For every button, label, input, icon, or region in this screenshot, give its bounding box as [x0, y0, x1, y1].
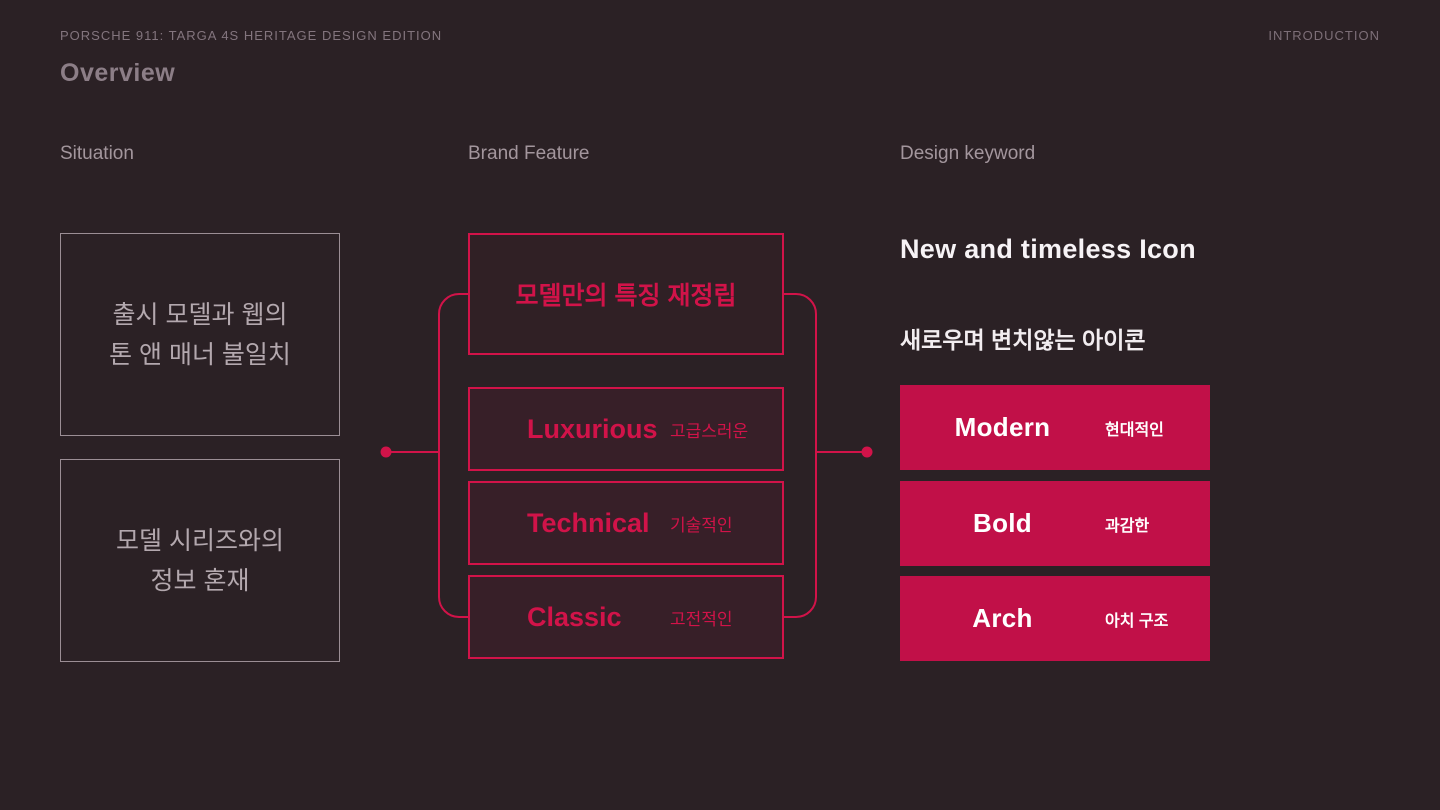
- design-keyword-title-ko: 새로우며 변치않는 아이콘: [900, 327, 1146, 353]
- keyword-bold-en: Bold: [973, 508, 1032, 538]
- feature-classic-ko: 고전적인: [670, 609, 733, 629]
- right-connector-dot: [861, 446, 873, 458]
- situation-card-2: 모델 시리즈와의 정보 혼재: [60, 459, 340, 662]
- keyword-modern-ko: 현대적인: [1105, 421, 1164, 439]
- feature-technical-en: Technical: [527, 507, 650, 538]
- feature-luxurious-ko: 고급스러운: [670, 421, 749, 441]
- column-label-design-keyword: Design keyword: [900, 143, 1036, 164]
- brand-headline-text: 모델만의 특징 재정립: [515, 282, 737, 310]
- design-keyword-title-en: New and timeless Icon: [900, 234, 1196, 264]
- section-label: INTRODUCTION: [1268, 28, 1380, 43]
- keyword-box-arch: Arch 아치 구조: [900, 576, 1210, 661]
- left-connector-dot: [380, 446, 392, 458]
- deck-title: PORSCHE 911: TARGA 4S HERITAGE DESIGN ED…: [60, 28, 443, 43]
- situation-card-2-line2: 정보 혼재: [150, 566, 250, 595]
- page-title: Overview: [60, 59, 176, 87]
- keyword-bold-ko: 과감한: [1105, 517, 1150, 535]
- keyword-arch-ko: 아치 구조: [1105, 612, 1169, 630]
- keyword-box-modern: Modern 현대적인: [900, 385, 1210, 470]
- situation-card-1-line1: 출시 모델과 웹의: [112, 300, 288, 329]
- brand-headline-box: 모델만의 특징 재정립: [468, 233, 784, 355]
- keyword-box-bold: Bold 과감한: [900, 481, 1210, 566]
- feature-box-technical: Technical 기술적인: [468, 481, 784, 565]
- situation-card-1-line2: 톤 앤 매너 불일치: [109, 340, 291, 369]
- feature-luxurious-en: Luxurious: [527, 413, 658, 444]
- keyword-arch-en: Arch: [972, 603, 1033, 633]
- right-bracket-line: [784, 293, 817, 618]
- feature-technical-ko: 기술적인: [670, 515, 733, 535]
- feature-box-luxurious: Luxurious 고급스러운: [468, 387, 784, 471]
- left-bracket-line: [438, 293, 468, 618]
- keyword-modern-en: Modern: [954, 412, 1051, 442]
- situation-card-1: 출시 모델과 웹의 톤 앤 매너 불일치: [60, 233, 340, 436]
- situation-card-2-line1: 모델 시리즈와의: [116, 526, 284, 555]
- column-label-brand-feature: Brand Feature: [468, 143, 590, 164]
- feature-classic-en: Classic: [527, 601, 622, 632]
- column-label-situation: Situation: [60, 143, 134, 164]
- feature-box-classic: Classic 고전적인: [468, 575, 784, 659]
